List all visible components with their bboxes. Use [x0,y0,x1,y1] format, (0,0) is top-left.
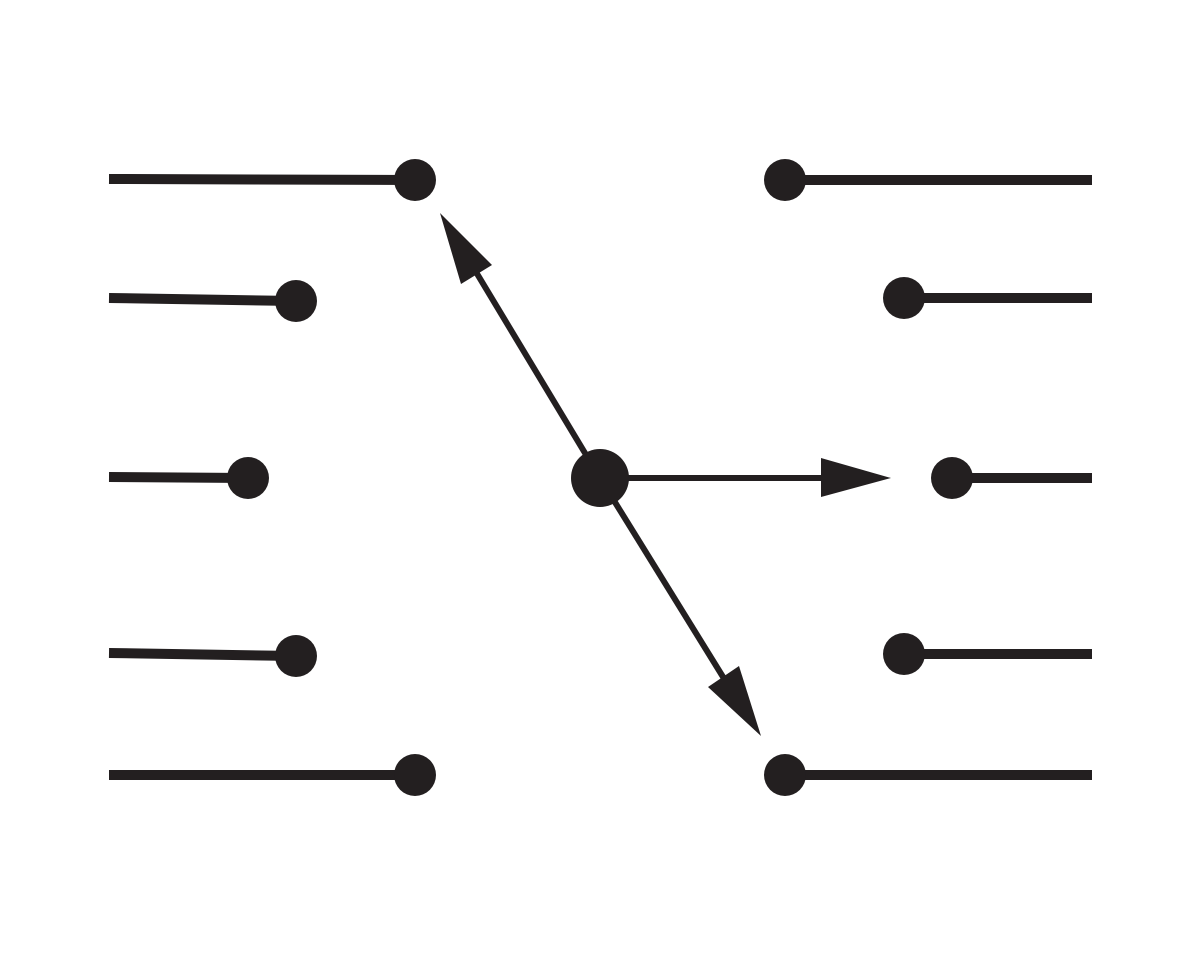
terminal-dot [764,159,806,201]
terminal-dot [227,457,269,499]
terminal-dot [275,280,317,322]
terminal-line [108,648,297,661]
terminal-line [108,293,297,306]
arrowhead-up-left [440,213,492,284]
right-terminals [764,159,1092,796]
hub-dot [571,449,629,507]
terminal-line [108,472,249,483]
left-terminals [108,159,436,796]
terminal-dot [275,635,317,677]
terminal-line [108,174,416,185]
terminal-dot [931,457,973,499]
center-hub [440,213,891,736]
terminal-dot [883,277,925,319]
arrow-shaft-down-right [597,476,731,687]
arrowhead-down-right [708,666,761,736]
arrowhead-right [821,458,891,497]
terminal-dot [394,159,436,201]
terminal-dot [764,754,806,796]
terminal-dot [394,754,436,796]
terminal-dot [883,633,925,675]
arrow-shaft-up-left [467,260,603,480]
